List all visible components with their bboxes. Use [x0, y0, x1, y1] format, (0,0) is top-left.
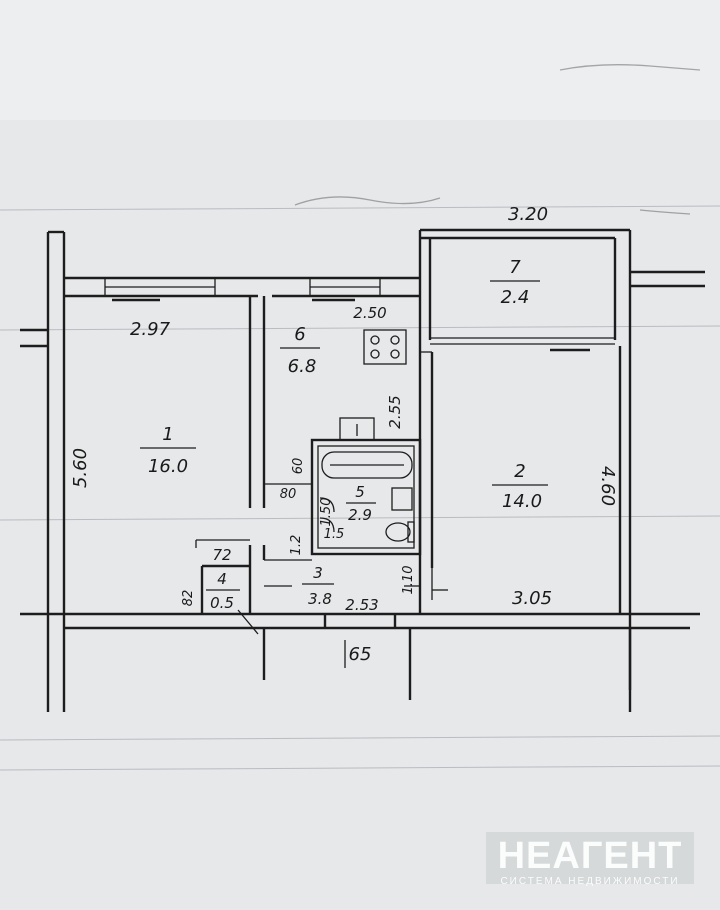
fixtures [319, 329, 415, 543]
bathtub-icon [321, 451, 413, 479]
room-7-number: 7 [509, 257, 521, 278]
dimension-labels: 3.20 2.97 5.60 2.50 2.55 3.05 4.60 2.53 … [70, 204, 618, 668]
room-2-number: 2 [514, 461, 525, 482]
room-4-area: 0.5 [210, 594, 234, 612]
washbasin-icon [391, 487, 413, 511]
room-6-area: 6.8 [288, 356, 317, 377]
room-3-number: 3 [313, 564, 323, 582]
dim-kitchen-length: 2.55 [386, 395, 404, 428]
dim-bath-side-a: 1.5 [324, 527, 345, 542]
watermark-brand: НЕАГЕНТ [497, 835, 683, 877]
outer-walls [20, 228, 705, 712]
room-5-area: 2.9 [348, 506, 372, 524]
stove-icon [363, 329, 407, 365]
paper-top-fade [0, 0, 720, 120]
room-1-number: 1 [162, 424, 173, 445]
dim-hall-width: 2.53 [345, 596, 378, 614]
watermark-tagline: СИСТЕМА НЕДВИЖИМОСТИ [500, 876, 680, 887]
room-labels: 1 16.0 2 14.0 3 3.8 4 0.5 5 2.9 6 6.8 7 [140, 257, 548, 612]
dim-entry-width: 65 [349, 644, 372, 665]
bath-door-swing [319, 497, 335, 513]
room-5-number: 5 [355, 483, 365, 501]
dim-room2-length: 4.60 [597, 466, 618, 506]
dim-bath-left: 80 [280, 487, 297, 502]
kitchen-sink-icon [339, 417, 375, 441]
dim-bath-depth: 1.50 [319, 498, 334, 527]
dim-hall-side: 1.10 [401, 566, 416, 595]
dim-bath-top: 60 [291, 458, 306, 475]
brand-watermark: НЕАГЕНТ СИСТЕМА НЕДВИЖИМОСТИ [490, 836, 690, 888]
dim-bath-side-b: 1.2 [289, 535, 304, 556]
room-3-area: 3.8 [308, 590, 332, 608]
watermark-backdrop [486, 832, 694, 884]
dim-closet-width: 72 [212, 546, 231, 564]
room-1-area: 16.0 [148, 456, 188, 477]
room-7-area: 2.4 [501, 287, 530, 308]
dim-room1-width: 2.97 [130, 319, 171, 340]
dim-balcony-width: 3.20 [508, 204, 548, 225]
dim-kitchen-width: 2.50 [353, 304, 386, 322]
paper-lines [0, 205, 720, 771]
room-4-number: 4 [217, 570, 227, 588]
dim-room2-width: 3.05 [512, 588, 552, 609]
room-6-number: 6 [294, 324, 305, 345]
dim-closet-depth: 82 [181, 590, 196, 607]
dim-room1-length: 5.60 [70, 448, 91, 488]
toilet-icon [385, 522, 411, 542]
faded-stamp-marks [294, 64, 701, 215]
room-2-area: 14.0 [502, 491, 542, 512]
